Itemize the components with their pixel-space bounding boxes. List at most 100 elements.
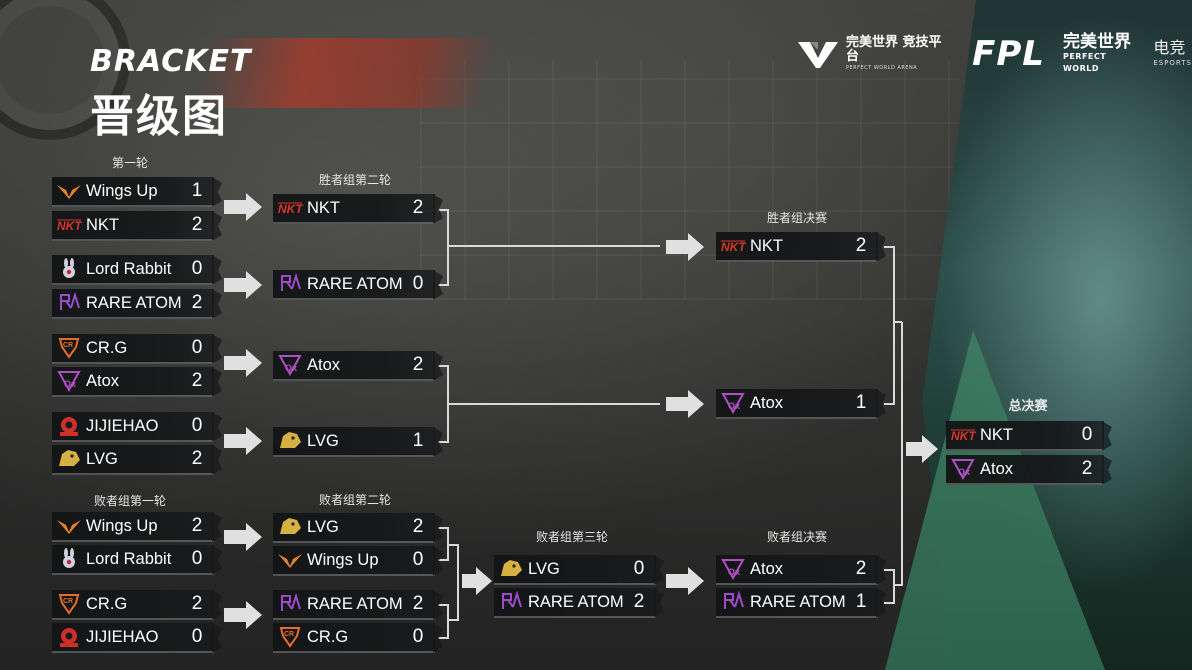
atox-logo: Ox: [276, 353, 304, 377]
lvg-logo: [55, 447, 83, 471]
esports-logo-en: ESPORTS: [1153, 59, 1192, 67]
team-score: 2: [191, 370, 203, 391]
rare-atom-logo: [276, 592, 304, 616]
team-score: 0: [191, 337, 203, 358]
svg-text:Ox: Ox: [728, 567, 740, 577]
team-slot: JIJIEHAO 0: [52, 623, 214, 653]
rare-atom-logo: [276, 272, 304, 296]
fpl-logo: FPL: [972, 34, 1045, 74]
team-name: CR.G: [86, 338, 128, 357]
team-slot: NKT NKT 0: [946, 421, 1104, 451]
team-slot: CR CR.G 0: [273, 623, 435, 653]
team-name: Wings Up: [86, 516, 158, 535]
pwa-mark-icon: [796, 38, 840, 70]
lord-rabbit-logo: [55, 547, 83, 571]
atox-logo: Ox: [719, 557, 747, 581]
team-slot: NKT NKT 2: [273, 194, 435, 224]
team-score: 0: [412, 273, 424, 294]
team-score: 2: [412, 197, 424, 218]
team-score: 2: [191, 292, 203, 313]
team-score: 1: [855, 591, 867, 612]
svg-text:CR: CR: [63, 598, 73, 605]
arrow-icon: [224, 523, 262, 551]
arrow-icon: [666, 567, 704, 595]
team-score: 2: [191, 214, 203, 235]
rare-atom-logo: [497, 590, 525, 614]
team-name: RARE ATOM: [86, 293, 182, 312]
team-name: Atox: [750, 559, 784, 578]
team-name: JIJIEHAO: [86, 627, 159, 646]
rare-atom-logo: [719, 590, 747, 614]
esports-logo-cn: 电竞: [1153, 38, 1186, 57]
nkt-logo: NKT: [276, 196, 304, 220]
round-label-lower-final: 败者组决赛: [766, 530, 828, 544]
svg-text:NKT: NKT: [951, 429, 976, 443]
team-name: Atox: [750, 393, 784, 412]
round-label-lower-r1: 败者组第一轮: [93, 494, 167, 508]
page-title-cn: 晋级图: [90, 91, 228, 142]
lord-rabbit-logo: [55, 257, 83, 281]
round-label-lower-r2: 败者组第二轮: [318, 493, 392, 507]
team-score: 0: [191, 258, 203, 279]
team-slot: Ox Atox 2: [52, 367, 214, 397]
lvg-logo: [276, 515, 304, 539]
team-name: LVG: [307, 431, 339, 450]
team-slot: Wings Up 2: [52, 512, 214, 542]
team-slot: NKT NKT 2: [52, 211, 214, 241]
team-score: 2: [191, 515, 203, 536]
team-name: NKT: [980, 425, 1013, 444]
crg-logo: CR: [55, 592, 83, 616]
pw-logo-cn: 完美世界: [1062, 32, 1131, 52]
pwa-logo-en: PERFECT WORLD ARENA: [846, 65, 918, 71]
team-name: CR.G: [307, 627, 349, 646]
team-slot: RARE ATOM 2: [494, 588, 656, 618]
jijiehao-logo: [55, 625, 83, 649]
team-slot: Lord Rabbit 0: [52, 545, 214, 575]
team-slot: RARE ATOM 1: [716, 588, 878, 618]
svg-text:NKT: NKT: [57, 219, 82, 233]
atox-logo: Ox: [719, 391, 747, 415]
team-score: 2: [412, 354, 424, 375]
team-name: NKT: [86, 215, 119, 234]
team-name: Wings Up: [86, 181, 158, 200]
atox-logo: Ox: [949, 457, 977, 481]
team-slot: CR CR.G 2: [52, 590, 214, 620]
team-slot: Wings Up 1: [52, 177, 214, 207]
team-name: Wings Up: [307, 550, 379, 569]
round-label-upper-final: 胜者组决赛: [766, 211, 828, 225]
team-name: RARE ATOM: [528, 592, 624, 611]
svg-text:Ox: Ox: [64, 379, 76, 389]
team-score: 1: [191, 180, 203, 201]
svg-text:CR: CR: [284, 631, 294, 638]
team-slot: LVG 1: [273, 427, 435, 457]
svg-text:Ox: Ox: [285, 363, 297, 373]
arrow-icon: [666, 390, 704, 418]
arrow-icon: [224, 601, 262, 629]
arrow-icon: [224, 427, 262, 455]
jijiehao-logo: [55, 414, 83, 438]
arrow-icon: [224, 349, 262, 377]
team-slot: CR CR.G 0: [52, 334, 214, 364]
wings-up-logo: [55, 179, 83, 203]
svg-text:NKT: NKT: [278, 202, 303, 216]
team-slot: LVG 2: [273, 513, 435, 543]
arrow-icon: [462, 567, 492, 595]
crg-logo: CR: [276, 625, 304, 649]
team-name: RARE ATOM: [307, 274, 403, 293]
background-swirl: [0, 0, 130, 140]
team-name: Atox: [86, 371, 120, 390]
round-label-upper-r1: 第一轮: [111, 156, 149, 170]
team-score: 1: [412, 430, 424, 451]
team-score: 2: [633, 591, 645, 612]
team-score: 2: [855, 235, 867, 256]
team-score: 2: [191, 593, 203, 614]
lvg-logo: [497, 557, 525, 581]
team-slot: JIJIEHAO 0: [52, 412, 214, 442]
team-slot: NKT NKT 2: [716, 232, 878, 262]
wings-up-logo: [55, 514, 83, 538]
esports-logo: 电竞 ESPORTS: [1153, 39, 1192, 69]
team-score: 2: [412, 593, 424, 614]
team-name: RARE ATOM: [750, 592, 846, 611]
